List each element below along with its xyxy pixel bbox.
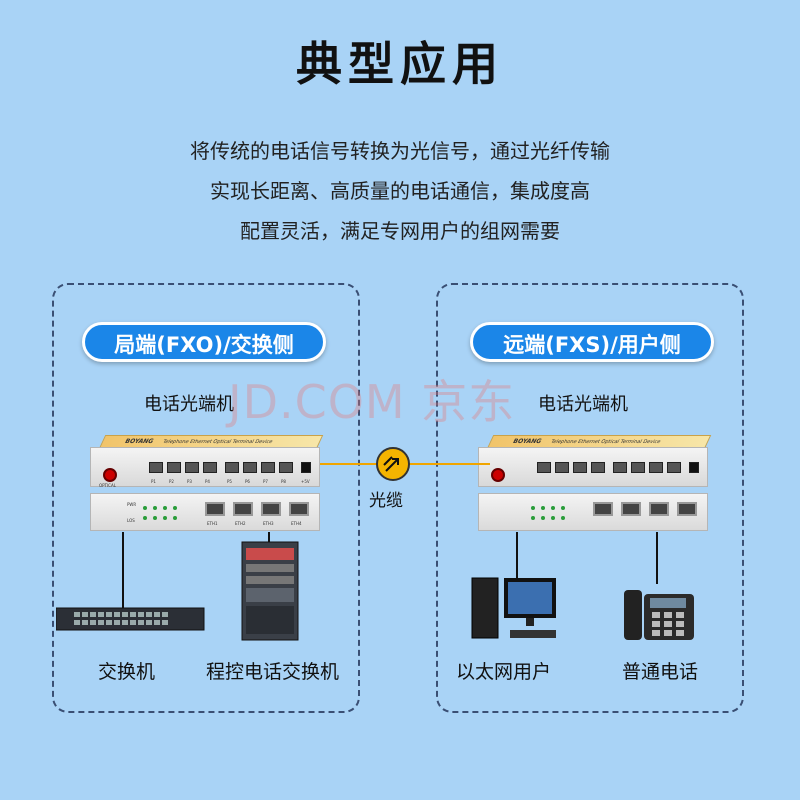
terminal-model-text: Telephone Ethernet Optical Terminal Devi… (161, 439, 274, 445)
terminal-brand: BOYANG (511, 438, 543, 445)
telephone-label: 普通电话 (622, 661, 699, 683)
wire (122, 532, 124, 610)
phone-port-icon (149, 462, 163, 473)
led-icon (551, 516, 555, 520)
terminal-lower-unit (478, 493, 708, 531)
terminal-brand: BOYANG (123, 438, 155, 445)
eth-label: ETH1 (207, 521, 218, 526)
switch-label: 交换机 (98, 661, 156, 683)
terminal-model-text: Telephone Ethernet Optical Terminal Devi… (549, 439, 662, 445)
right-terminal: Telephone Ethernet Optical Terminal Devi… (478, 435, 712, 535)
ethernet-port-icon (205, 502, 225, 516)
led-icon (531, 506, 535, 510)
port-label: P8 (281, 479, 286, 484)
wire (656, 532, 658, 584)
led-icon (173, 506, 177, 510)
led-icon (153, 516, 157, 520)
terminal-lower-unit: PWR LOS ETH1 ETH2 ETH3 ETH4 (90, 493, 320, 531)
led-icon (541, 506, 545, 510)
left-device-label: 电话光端机 (144, 394, 234, 415)
phone-port-icon (591, 462, 605, 473)
left-panel (52, 283, 360, 713)
led-icon (551, 506, 555, 510)
led-icon (531, 516, 535, 520)
led-icon (561, 506, 565, 510)
optical-label: OPTICAL (99, 483, 116, 488)
fiber-cable-icon (376, 447, 410, 481)
desktop-computer-icon (471, 577, 556, 639)
phone-port-icon (667, 462, 681, 473)
port-label: P3 (187, 479, 192, 484)
ethernet-port-icon (621, 502, 641, 516)
led-icon (541, 516, 545, 520)
port-label: P2 (169, 479, 174, 484)
left-terminal: Telephone Ethernet Optical Terminal Devi… (90, 435, 324, 535)
description-line-2: 实现长距离、高质量的电话通信，集成度高 (210, 179, 590, 203)
eth-label: ETH4 (291, 521, 302, 526)
phone-port-icon (537, 462, 551, 473)
pbx-label: 程控电话交换机 (206, 661, 340, 683)
right-device-label: 电话光端机 (538, 394, 628, 415)
led-icon (173, 516, 177, 520)
phone-port-icon (573, 462, 587, 473)
terminal-upper-unit (478, 447, 708, 487)
power-port-icon (689, 462, 699, 473)
los-label: LOS (127, 518, 135, 523)
led-icon (561, 516, 565, 520)
port-label: P7 (263, 479, 268, 484)
power-label: +5V (301, 479, 310, 484)
watermark: JD.COM 京东 (228, 375, 516, 429)
phone-port-icon (243, 462, 257, 473)
optical-port-icon (103, 468, 117, 482)
phone-port-icon (185, 462, 199, 473)
phone-port-icon (649, 462, 663, 473)
ethernet-port-icon (677, 502, 697, 516)
left-tag: 局端(FXO)/交换侧 (82, 322, 326, 362)
description-line-3: 配置灵活，满足专网用户的组网需要 (240, 219, 560, 243)
phone-port-icon (167, 462, 181, 473)
pbx-cabinet-icon (241, 541, 299, 641)
port-label: P1 (151, 479, 156, 484)
optical-port-icon (491, 468, 505, 482)
led-icon (163, 506, 167, 510)
ethernet-port-icon (289, 502, 309, 516)
fiber-label: 光缆 (369, 491, 403, 511)
description-line-1: 将传统的电话信号转换为光信号，通过光纤传输 (190, 139, 610, 163)
page-title: 典型应用 (296, 37, 504, 91)
ethernet-port-icon (649, 502, 669, 516)
ethernet-user-label: 以太网用户 (456, 661, 552, 683)
power-port-icon (301, 462, 311, 473)
phone-port-icon (631, 462, 645, 473)
telephone-icon (624, 590, 694, 640)
ethernet-port-icon (261, 502, 281, 516)
phone-port-icon (261, 462, 275, 473)
phone-port-icon (225, 462, 239, 473)
pwr-label: PWR (127, 502, 137, 507)
eth-label: ETH3 (263, 521, 274, 526)
phone-port-icon (613, 462, 627, 473)
right-panel (436, 283, 744, 713)
wire (268, 532, 270, 544)
eth-label: ETH2 (235, 521, 246, 526)
wire (516, 532, 518, 580)
ethernet-port-icon (593, 502, 613, 516)
port-label: P5 (227, 479, 232, 484)
phone-port-icon (279, 462, 293, 473)
led-icon (163, 516, 167, 520)
phone-port-icon (203, 462, 217, 473)
phone-port-icon (555, 462, 569, 473)
led-icon (143, 516, 147, 520)
led-icon (153, 506, 157, 510)
port-label: P6 (245, 479, 250, 484)
network-switch-icon (56, 607, 205, 631)
right-tag: 远端(FXS)/用户侧 (470, 322, 714, 362)
port-label: P4 (205, 479, 210, 484)
terminal-upper-unit: OPTICAL P1 P2 P3 P4 P5 P6 P7 P8 +5V (90, 447, 320, 488)
ethernet-port-icon (233, 502, 253, 516)
fiber-arrows-icon (383, 456, 399, 472)
led-icon (143, 506, 147, 510)
